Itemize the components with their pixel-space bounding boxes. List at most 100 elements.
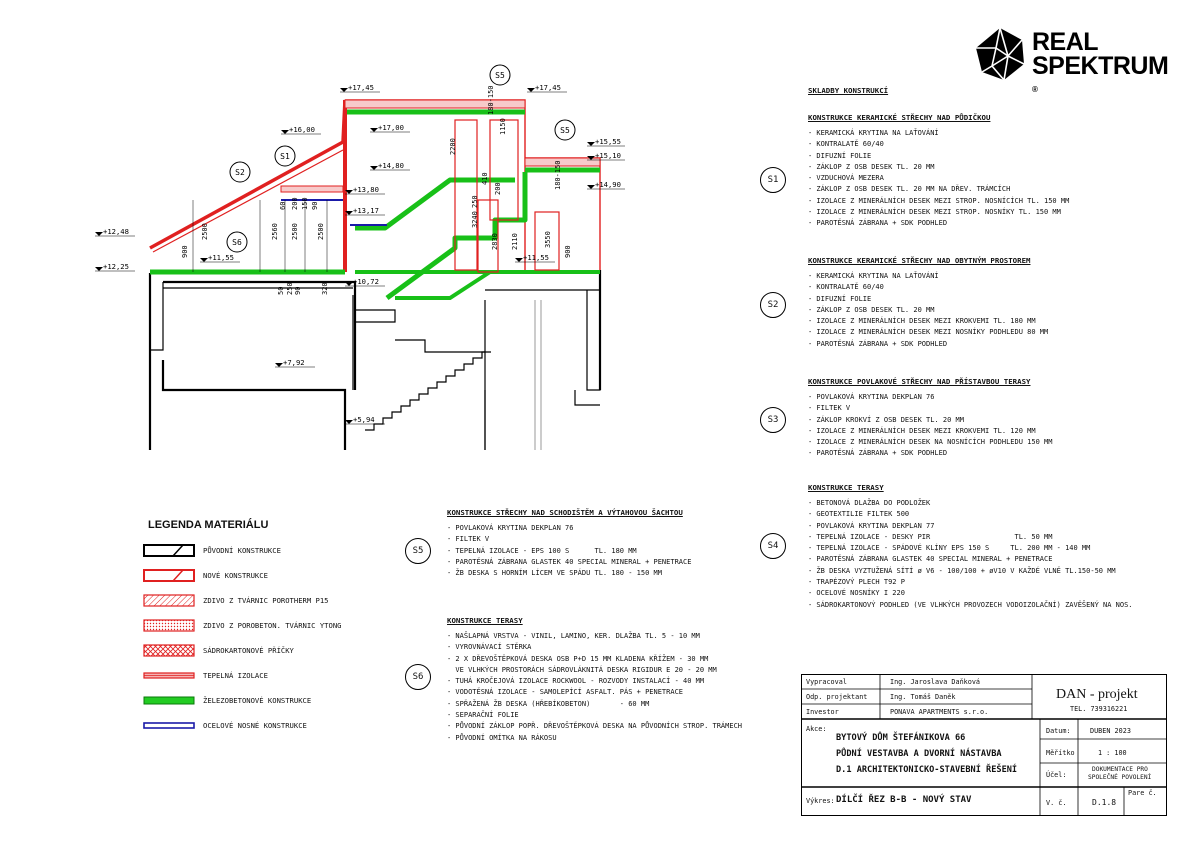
list-item: - PAROTĚSNÁ ZÁBRANA GLASTEK 40 SPECIAL M… (447, 557, 692, 566)
list-item: - TEPELNÁ IZOLACE - DESKY PIR TL. 50 MM (808, 532, 1053, 541)
list-item: - ZÁKLOP Z OSB DESEK TL. 20 MM NA DŘEV. … (808, 185, 1011, 194)
list-item: - KERAMICKÁ KRYTINA NA LAŤOVÁNÍ (808, 272, 939, 280)
roof-s5-insulation (524, 157, 601, 167)
legend-label: OCELOVÉ NOSNÉ KONSTRUKCE (203, 721, 307, 730)
legend-label: ŽELEZOBETONOVÉ KONSTRUKCE (203, 696, 312, 705)
odp-projektant-label: Odp. projektant (806, 693, 868, 701)
section-title: KONSTRUKCE TERASY (447, 616, 523, 625)
section-title: KONSTRUKCE TERASY (808, 483, 884, 492)
original-wall (150, 282, 164, 351)
level-mark-icon (370, 166, 378, 170)
dimension-label: 180-150 (487, 85, 495, 115)
level-label: +12,48 (103, 227, 129, 236)
section-items: - KERAMICKÁ KRYTINA NA LAŤOVÁNÍ - KONTRA… (808, 128, 1069, 230)
level-mark-icon (527, 88, 535, 92)
legend-swatch-steel (143, 722, 195, 729)
level-mark-icon (515, 258, 523, 262)
list-item: - VODOTĚSNÁ IZOLACE - SAMOLEPÍCÍ ASFALT.… (447, 688, 684, 697)
vc-value: D.1.8 (1092, 798, 1117, 807)
list-item: - DIFUZNÍ FOLIE (808, 151, 872, 160)
dimension-label: 2110 (511, 233, 519, 250)
pare-label: Pare č. (1128, 789, 1157, 797)
level-mark-icon (587, 142, 595, 146)
section-tag-label: S5 (495, 71, 505, 80)
list-item: - ŽB DESKA S HORNÍM LÍCEM VE SPÁDU TL. 1… (447, 569, 662, 578)
section-tag-label: S5 (560, 126, 570, 135)
dimension-label: 1150 (499, 118, 507, 135)
list-item: VE VLHKÝCH PROSTORÁCH SÁDROVLÁKNITÁ DESK… (447, 665, 717, 674)
ucel-label: Účel: (1046, 771, 1067, 779)
dimension-label: 2830 (491, 233, 499, 250)
drawing-labels: +17,45+17,45+17,00+16,00+15,55+15,10+14,… (95, 64, 625, 425)
legend-swatch-concrete (143, 696, 195, 705)
level-mark-icon (95, 267, 103, 271)
list-item: - SÁDROKARTONOVÝ PODHLED (VE VLHKÝCH PRO… (808, 600, 1133, 609)
list-item: - TUHÁ KROČEJOVÁ IZOLACE ROCKWOOL - ROZV… (447, 677, 705, 686)
datum-value: DUBEN 2023 (1090, 727, 1131, 735)
legend-label: PŮVODNÍ KONSTRUKCE (203, 546, 281, 555)
datum-label: Datum: (1046, 727, 1071, 735)
tag-s5: S5 (405, 538, 431, 564)
dimension-label: 200 (291, 197, 299, 210)
dimension-label: 320 (321, 282, 329, 295)
stair-slab (355, 177, 515, 231)
list-item: - OCELOVÉ NOSNÍKY I 220 (808, 589, 905, 598)
odp-projektant-value: Ing. Tomáš Daněk (890, 693, 956, 701)
list-item: - FILTEK V (447, 535, 490, 544)
list-item: - KERAMICKÁ KRYTINA NA LAŤOVÁNÍ (808, 129, 939, 137)
list-item: - PAROTĚSNÁ ZÁBRANA + SDK PODHLED (808, 449, 948, 458)
stair (365, 351, 491, 431)
list-item: - KONTRALATĚ 60/40 (808, 140, 884, 149)
ceiling-s1 (280, 185, 344, 193)
akce-line-2: PŮDNÍ VESTAVBA A DVORNÍ NÁSTAVBA (836, 749, 1002, 759)
legend-label: ZDIVO Z POROBETON. TVÁRNIC YTONG (203, 621, 342, 630)
logo-line-1: REAL (1032, 28, 1099, 56)
section-items: - POVLAKOVÁ KRYTINA DEKPLAN 76 - FILTEK … (808, 392, 1052, 460)
level-label: +11,55 (523, 253, 549, 262)
registered-mark: ® (1032, 85, 1038, 94)
stair-slab (385, 172, 528, 301)
real-spektrum-logo: REAL SPEKTRUM® (972, 26, 1182, 94)
section-tag-circle (554, 119, 576, 141)
level-mark-icon (340, 88, 348, 92)
structure-lines (148, 99, 602, 450)
new-wall (534, 211, 560, 271)
investor-label: Investor (806, 708, 839, 716)
new-wall (489, 119, 519, 221)
section-drawing: +17,45+17,45+17,00+16,00+15,55+15,10+14,… (95, 64, 625, 450)
list-item: - DIFUZNÍ FOLIE (808, 294, 872, 303)
section-items: - POVLAKOVÁ KRYTINA DEKPLAN 76 - FILTEK … (447, 523, 691, 579)
dimension-label: 2500 (291, 223, 299, 240)
section-title: KONSTRUKCE POVLAKOVÉ STŘECHY NAD PŘÍSTAV… (808, 377, 1031, 386)
list-item: - IZOLACE Z MINERÁLNÍCH DESEK NA NOSNÍCÍ… (808, 438, 1053, 447)
original-wall (485, 289, 601, 391)
company-name: DAN - projekt (1056, 687, 1138, 702)
legend-label: NOVÉ KONSTRUKCE (203, 571, 268, 580)
level-label: +15,10 (595, 151, 621, 160)
list-item: - FILTEK V (808, 404, 851, 413)
list-item: - TEPELNÁ IZOLACE - SPÁDOVÉ KLÍNY EPS 15… (808, 544, 1091, 553)
section-items: - KERAMICKÁ KRYTINA NA LAŤOVÁNÍ - KONTRA… (808, 271, 1048, 350)
level-mark-icon (587, 185, 595, 189)
dimension-label: 3240 (471, 211, 479, 228)
section-title: KONSTRUKCE STŘECHY NAD SCHODIŠTĚM A VÝTA… (447, 508, 683, 517)
section-s5: KONSTRUKCE STŘECHY NAD SCHODIŠTĚM A VÝTA… (447, 508, 691, 579)
section-s6: KONSTRUKCE TERASY - NAŠLAPNÁ VRSTVA - VI… (447, 616, 742, 744)
dimension-label: 900 (564, 245, 572, 258)
level-mark-icon (200, 258, 208, 262)
dimension-label: 60 (279, 202, 287, 210)
level-label: +17,45 (348, 83, 374, 92)
new-wall (477, 199, 499, 273)
list-item: - KONTRALATĚ 60/40 (808, 283, 884, 292)
ucel-value-1: DOKUMENTACE PRO (1092, 766, 1148, 773)
level-label: +15,55 (595, 137, 621, 146)
level-label: +17,45 (535, 83, 561, 92)
legend-label: SÁDROKARTONOVÉ PŘÍČKY (203, 646, 294, 655)
stair-landing (395, 339, 485, 353)
level-label: +5,94 (353, 415, 375, 424)
dimension-label: 200 (494, 182, 502, 195)
meritko-label: Měřítko (1046, 749, 1075, 757)
level-label: +7,92 (283, 358, 305, 367)
dimension-label: 90 (294, 287, 302, 295)
level-label: +17,00 (378, 123, 404, 132)
